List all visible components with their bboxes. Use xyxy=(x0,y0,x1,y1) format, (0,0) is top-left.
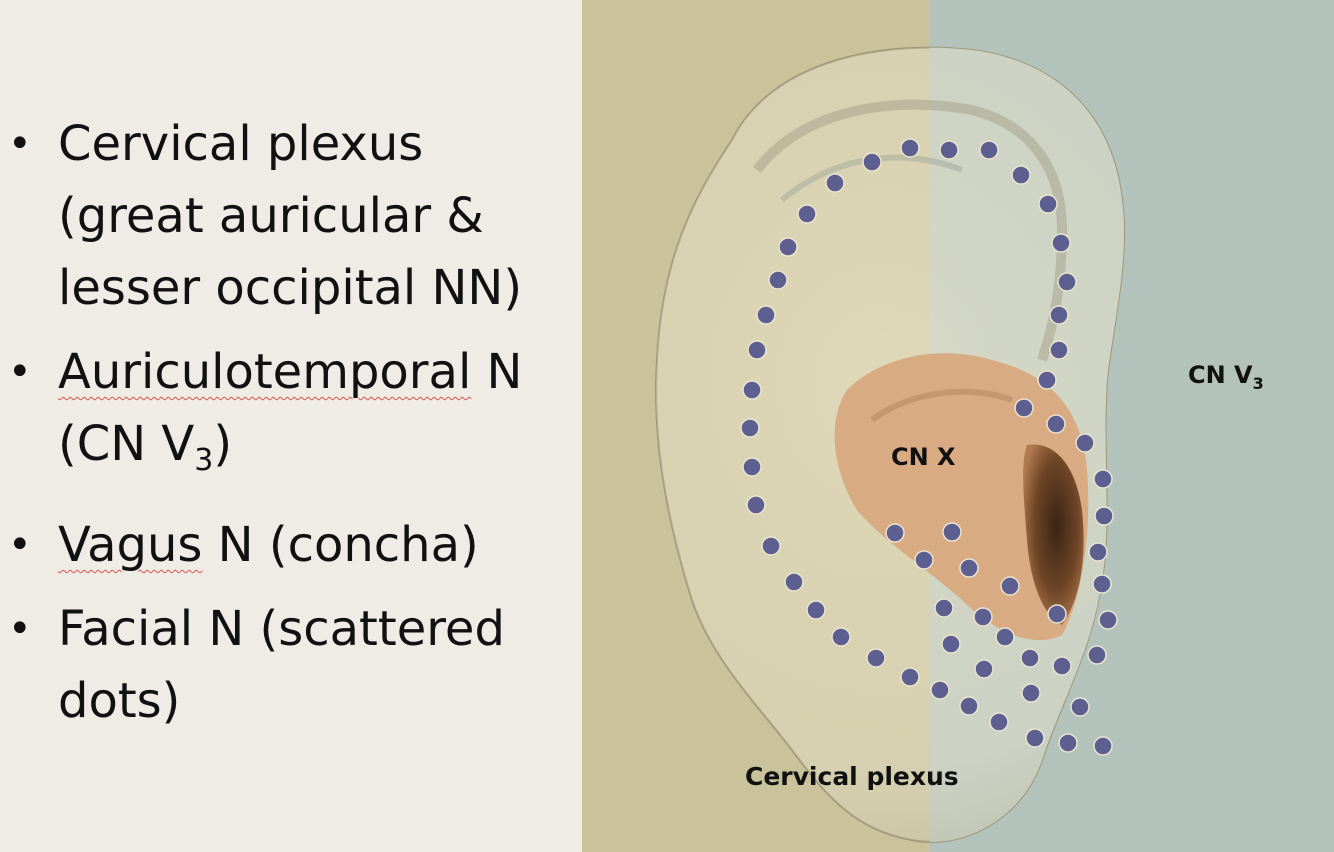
concha-dot xyxy=(1047,415,1065,433)
facial-dot xyxy=(1071,698,1089,716)
helix-dot xyxy=(743,381,761,399)
helix-dot xyxy=(1026,729,1044,747)
helix-dot xyxy=(1012,166,1030,184)
helix-dot xyxy=(762,537,780,555)
bullet-dot-icon: • xyxy=(8,509,32,581)
helix-dot xyxy=(798,205,816,223)
helix-dot xyxy=(1050,341,1068,359)
ear-diagram: CN V3 CN X Cervical plexus xyxy=(582,0,1334,852)
bullet-text: N xyxy=(471,344,522,400)
concha-dot xyxy=(1076,434,1094,452)
helix-dot xyxy=(1039,195,1057,213)
text-panel: • Cervical plexus (great auricular & les… xyxy=(0,0,582,852)
bullet-dot-icon: • xyxy=(8,593,32,665)
label-cn-x: CN X xyxy=(891,443,956,471)
bullet-text: Cervical plexus (great auricular & lesse… xyxy=(58,116,522,316)
helix-dot xyxy=(863,153,881,171)
bullet-dot-icon: • xyxy=(8,336,32,408)
helix-dot xyxy=(931,681,949,699)
spellcheck-word: Auriculotemporal xyxy=(58,344,471,400)
bullet-dot-icon: • xyxy=(8,108,32,180)
concha-dot xyxy=(1088,646,1106,664)
concha-dot xyxy=(1038,371,1056,389)
helix-dot xyxy=(1050,306,1068,324)
helix-dot xyxy=(785,573,803,591)
facial-dot xyxy=(975,660,993,678)
concha-dot xyxy=(1053,657,1071,675)
facial-dot xyxy=(943,523,961,541)
label-cn-v3: CN V3 xyxy=(1188,361,1264,393)
facial-dot xyxy=(974,608,992,626)
facial-dot xyxy=(1001,577,1019,595)
label-cervical-plexus: Cervical plexus xyxy=(745,762,959,791)
bullet-list: • Cervical plexus (great auricular & les… xyxy=(0,108,578,749)
facial-dot xyxy=(886,524,904,542)
helix-dot xyxy=(1052,234,1070,252)
facial-dot xyxy=(1022,684,1040,702)
helix-dot xyxy=(940,141,958,159)
helix-dot xyxy=(826,174,844,192)
concha-dot xyxy=(1094,470,1112,488)
facial-dot xyxy=(960,559,978,577)
concha-dot xyxy=(1095,507,1113,525)
concha-dot xyxy=(1048,605,1066,623)
helix-dot xyxy=(748,341,766,359)
subscript: 3 xyxy=(194,443,213,478)
bullet-text: N (concha) xyxy=(202,517,478,573)
helix-dot xyxy=(901,668,919,686)
bullet-vagus: • Vagus N (concha) xyxy=(0,509,578,581)
concha-dot xyxy=(1015,399,1033,417)
facial-dot xyxy=(935,599,953,617)
bullet-cervical-plexus: • Cervical plexus (great auricular & les… xyxy=(0,108,578,324)
helix-dot xyxy=(867,649,885,667)
helix-dot xyxy=(1059,734,1077,752)
facial-dot xyxy=(942,635,960,653)
concha-dot xyxy=(1089,543,1107,561)
helix-dot xyxy=(807,601,825,619)
helix-dot xyxy=(901,139,919,157)
helix-dot xyxy=(769,271,787,289)
concha-dot xyxy=(1021,649,1039,667)
facial-dot xyxy=(915,551,933,569)
helix-dot xyxy=(960,697,978,715)
bullet-text: Facial N (scattered dots) xyxy=(58,601,505,729)
spellcheck-word: Vagus xyxy=(58,517,202,573)
bullet-auriculotemporal: • Auriculotemporal N (CN V3) xyxy=(0,336,578,497)
helix-dot xyxy=(757,306,775,324)
helix-dot xyxy=(741,419,759,437)
concha-dot xyxy=(1099,611,1117,629)
helix-dot xyxy=(990,713,1008,731)
bullet-text: (CN V xyxy=(58,416,194,472)
helix-dot xyxy=(747,496,765,514)
ear-illustration: CN V3 CN X Cervical plexus xyxy=(582,0,1334,852)
helix-dot xyxy=(743,458,761,476)
helix-dot xyxy=(1058,273,1076,291)
helix-dot xyxy=(980,141,998,159)
bullet-text: ) xyxy=(213,416,232,472)
helix-dot xyxy=(779,238,797,256)
concha-dot xyxy=(1093,575,1111,593)
bullet-facial: • Facial N (scattered dots) xyxy=(0,593,578,737)
helix-dot xyxy=(1094,737,1112,755)
helix-dot xyxy=(832,628,850,646)
facial-dot xyxy=(996,628,1014,646)
